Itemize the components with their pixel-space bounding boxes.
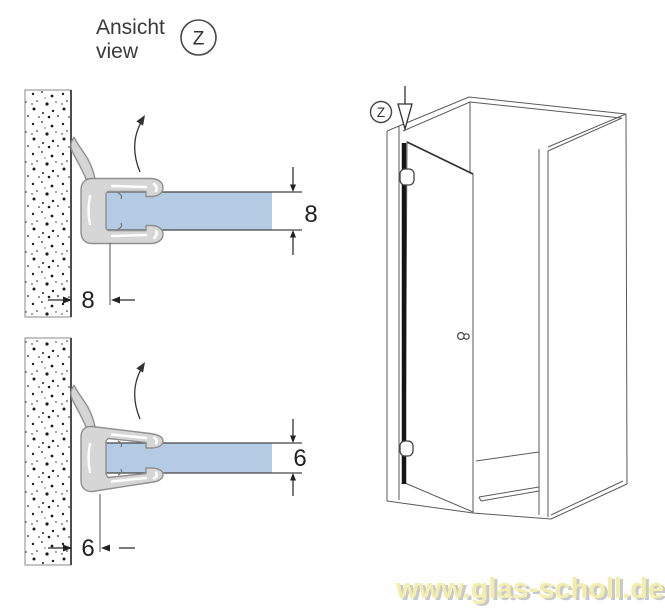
- glass-door: [404, 141, 474, 513]
- view-z-balloon-letter: Z: [377, 105, 385, 120]
- watermark-url: www.glas-scholl.de: [395, 573, 664, 605]
- view-title-en: view: [96, 40, 139, 63]
- cross-section-6mm: 6 6: [24, 337, 307, 566]
- seal-glass-channel: [80, 177, 164, 245]
- dimension-6mm-thickness: 6: [290, 419, 307, 496]
- enclosure-top-rim: [398, 96, 627, 152]
- seal-highlights: [87, 182, 158, 240]
- enclosure-right-wall: [538, 113, 628, 520]
- dimension-8mm-wall-gap: 8: [48, 243, 135, 314]
- seal-profile-8mm: [70, 136, 164, 245]
- seal-highlights: [87, 433, 158, 483]
- hinge-top: [399, 168, 415, 186]
- wall-mount-post: [386, 125, 400, 501]
- shower-enclosure-3d: Z: [369, 86, 628, 520]
- door-hinges: [399, 168, 415, 457]
- view-title-de: Ansicht: [96, 16, 165, 39]
- view-marker-letter: Z: [193, 29, 205, 50]
- view-marker-circle: [180, 19, 217, 56]
- cross-section-8mm: 8 8: [24, 89, 318, 318]
- dimension-6mm-wall-gap-value: 6: [81, 535, 94, 562]
- wall-8mm: [24, 89, 72, 318]
- view-z-balloon: Z: [369, 100, 393, 124]
- dimension-8mm-thickness: 8: [290, 167, 318, 255]
- seal-wall-flap: [70, 384, 96, 428]
- seal-profile-6mm: [70, 384, 164, 493]
- view-z-pointer: [397, 86, 413, 132]
- dimension-6mm-thickness-value: 6: [293, 445, 306, 472]
- shower-tray: [386, 451, 552, 520]
- swing-arrow-6mm: [134, 362, 145, 420]
- seal-wall-flap: [70, 136, 96, 180]
- seal-glass-channel: [80, 425, 164, 493]
- swing-arrow-8mm: [134, 115, 145, 173]
- view-header: Ansicht view Z: [96, 16, 217, 63]
- glass-panel-6mm: [106, 442, 302, 474]
- dimension-8mm-wall-gap-value: 8: [81, 287, 94, 314]
- wall-6mm: [24, 337, 72, 566]
- seal-grip-fins: [117, 440, 123, 476]
- dimension-6mm-wall-gap: 6: [48, 494, 135, 562]
- seal-grip-fins: [117, 192, 123, 230]
- dimension-8mm-thickness-value: 8: [304, 201, 317, 228]
- glass-panel-8mm: [106, 191, 302, 231]
- door-knob: [457, 332, 470, 341]
- hinge-bottom: [399, 440, 414, 457]
